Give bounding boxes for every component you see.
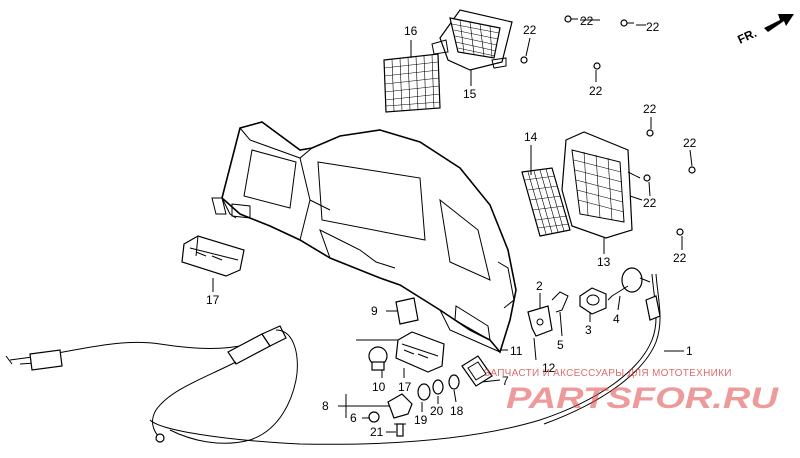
callout-5: 5 (557, 338, 564, 352)
bolt-22g (643, 174, 651, 182)
part-16-speaker-grille (383, 53, 441, 113)
bolt-22-cluster (520, 15, 696, 236)
callout-22-top-right: 22 (646, 20, 660, 34)
callout-22-right-far: 22 (683, 136, 697, 150)
watermark-logo: PARTSFOR.RU (506, 382, 780, 415)
bolt-22b (620, 19, 634, 27)
callout-21: 21 (370, 425, 384, 439)
part-17-lamp-housing (395, 331, 445, 373)
callout-2: 2 (536, 279, 543, 293)
bolt-22e (646, 129, 654, 137)
watermark: ЗАПЧАСТИ И АКСЕССУАРЫ ДЛЯ МОТОТЕХНИКИ PA… (484, 368, 780, 415)
part-4-sender (607, 267, 651, 301)
part-14-speaker-grille (521, 167, 571, 237)
callout-labels: 16 15 22 22 22 22 22 22 22 22 22 14 13 1… (206, 14, 697, 439)
callout-17-left: 17 (206, 293, 220, 307)
front-direction-label: FR. (735, 26, 758, 47)
callout-15: 15 (463, 87, 477, 101)
callout-19: 19 (414, 413, 428, 427)
part-19-washer (417, 383, 431, 401)
callout-22-top-mid: 22 (580, 14, 594, 28)
front-direction-arrow (764, 14, 794, 32)
callout-9: 9 (371, 304, 378, 318)
callout-18: 18 (450, 404, 464, 418)
callout-8: 8 (322, 399, 329, 413)
part-7-gasket (461, 355, 493, 387)
part-10-bulb (368, 346, 388, 371)
front-direction-indicator: FR. (735, 14, 794, 47)
left-cable-harness (5, 325, 298, 444)
callout-14: 14 (524, 130, 538, 144)
callout-13: 13 (597, 255, 611, 269)
part-15-speaker-assembly (431, 9, 513, 71)
callout-22-mid: 22 (589, 84, 603, 98)
callout-7: 7 (502, 374, 509, 388)
callout-20: 20 (430, 404, 444, 418)
part-3-switch (579, 287, 607, 315)
callout-22-top-left: 22 (523, 23, 537, 37)
part-1-cable (149, 273, 661, 445)
callout-22-right-mid: 22 (643, 196, 657, 210)
bolt-22c (520, 56, 528, 64)
part-18-washer (448, 374, 460, 390)
callout-3: 3 (585, 323, 592, 337)
bolt-22f (688, 166, 696, 174)
part-8-socket (368, 393, 413, 423)
callout-1: 1 (686, 344, 693, 358)
watermark-tagline: ЗАПЧАСТИ И АКСЕССУАРЫ ДЛЯ МОТОТЕХНИКИ (484, 368, 732, 379)
part-13-speaker-housing (561, 131, 643, 239)
instrument-panel-housing (211, 121, 517, 354)
callout-22-right-upper: 22 (643, 102, 657, 116)
part-20-washer (432, 379, 444, 395)
callout-22-right-lower: 22 (673, 251, 687, 265)
part-21-screw (394, 423, 406, 437)
callout-16: 16 (404, 24, 418, 38)
part-12-bracket (527, 305, 553, 337)
part-9-lens (395, 297, 419, 325)
part-17-indicator-housing (181, 235, 245, 277)
bolt-22a (564, 15, 578, 23)
part-5-clip (551, 291, 569, 313)
callout-6: 6 (350, 411, 357, 425)
leader-lines (212, 19, 693, 433)
callout-17-lower: 17 (398, 380, 412, 394)
callout-10: 10 (372, 380, 386, 394)
bolt-22h (676, 228, 684, 236)
callout-12: 12 (542, 361, 556, 375)
callout-11: 11 (510, 344, 523, 358)
bolt-22d (593, 62, 601, 70)
callout-4: 4 (613, 312, 620, 326)
